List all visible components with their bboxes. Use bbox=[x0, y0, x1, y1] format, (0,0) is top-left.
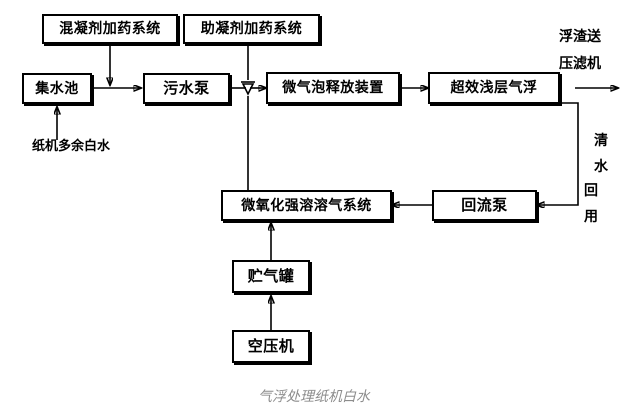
caption-text: 气浮处理纸机白水 bbox=[258, 389, 370, 405]
label-clear-water-char-2: 水 bbox=[594, 160, 608, 175]
label-slag-to-filter-press-line1: 浮渣送 bbox=[559, 30, 601, 45]
node-label: 助凝剂加药系统 bbox=[200, 21, 303, 37]
node-label: 污水泵 bbox=[163, 79, 210, 97]
label-text: 纸机多余白水 bbox=[32, 139, 111, 154]
label-inlet-white-water: 纸机多余白水 bbox=[32, 140, 110, 154]
node-reflux-pump[interactable]: 回流泵 bbox=[432, 190, 537, 221]
figure-caption: 气浮处理纸机白水 bbox=[258, 386, 370, 406]
label-slag-to-filter-press-line2: 压滤机 bbox=[559, 57, 601, 72]
label-text: 清 bbox=[594, 133, 608, 149]
label-text: 水 bbox=[594, 159, 608, 175]
node-microbubble-release-device[interactable]: 微气泡释放装置 bbox=[266, 72, 400, 104]
label-clear-water-char-1: 清 bbox=[594, 134, 608, 149]
node-collection-pool[interactable]: 集水池 bbox=[22, 73, 92, 104]
node-label: 微气泡释放装置 bbox=[282, 80, 384, 96]
label-clear-water-char-3: 回 bbox=[584, 184, 598, 199]
node-shallow-air-flotation[interactable]: 超效浅层气浮 bbox=[428, 72, 560, 104]
label-text: 回 bbox=[584, 183, 598, 199]
node-dissolved-gas-system[interactable]: 微氧化强溶溶气系统 bbox=[221, 190, 392, 221]
label-text: 压滤机 bbox=[559, 56, 601, 72]
node-gas-tank[interactable]: 贮气罐 bbox=[232, 260, 310, 293]
valve-triangle bbox=[241, 83, 255, 96]
node-label: 微氧化强溶溶气系统 bbox=[241, 197, 372, 214]
node-label: 混凝剂加药系统 bbox=[59, 21, 161, 37]
node-label: 超效浅层气浮 bbox=[450, 80, 538, 96]
label-text: 用 bbox=[584, 209, 598, 225]
label-clear-water-char-4: 用 bbox=[584, 210, 598, 225]
node-flocculant-dosing-system[interactable]: 助凝剂加药系统 bbox=[183, 14, 320, 44]
node-label: 回流泵 bbox=[461, 196, 508, 214]
node-label: 贮气罐 bbox=[247, 267, 295, 285]
node-label: 空压机 bbox=[247, 337, 295, 355]
node-air-compressor[interactable]: 空压机 bbox=[232, 330, 310, 363]
node-label: 集水池 bbox=[35, 80, 79, 97]
wire-clear-water-return bbox=[537, 102, 579, 205]
node-coagulant-dosing-system[interactable]: 混凝剂加药系统 bbox=[42, 14, 178, 44]
node-sewage-pump[interactable]: 污水泵 bbox=[143, 73, 230, 104]
label-text: 浮渣送 bbox=[559, 29, 601, 45]
